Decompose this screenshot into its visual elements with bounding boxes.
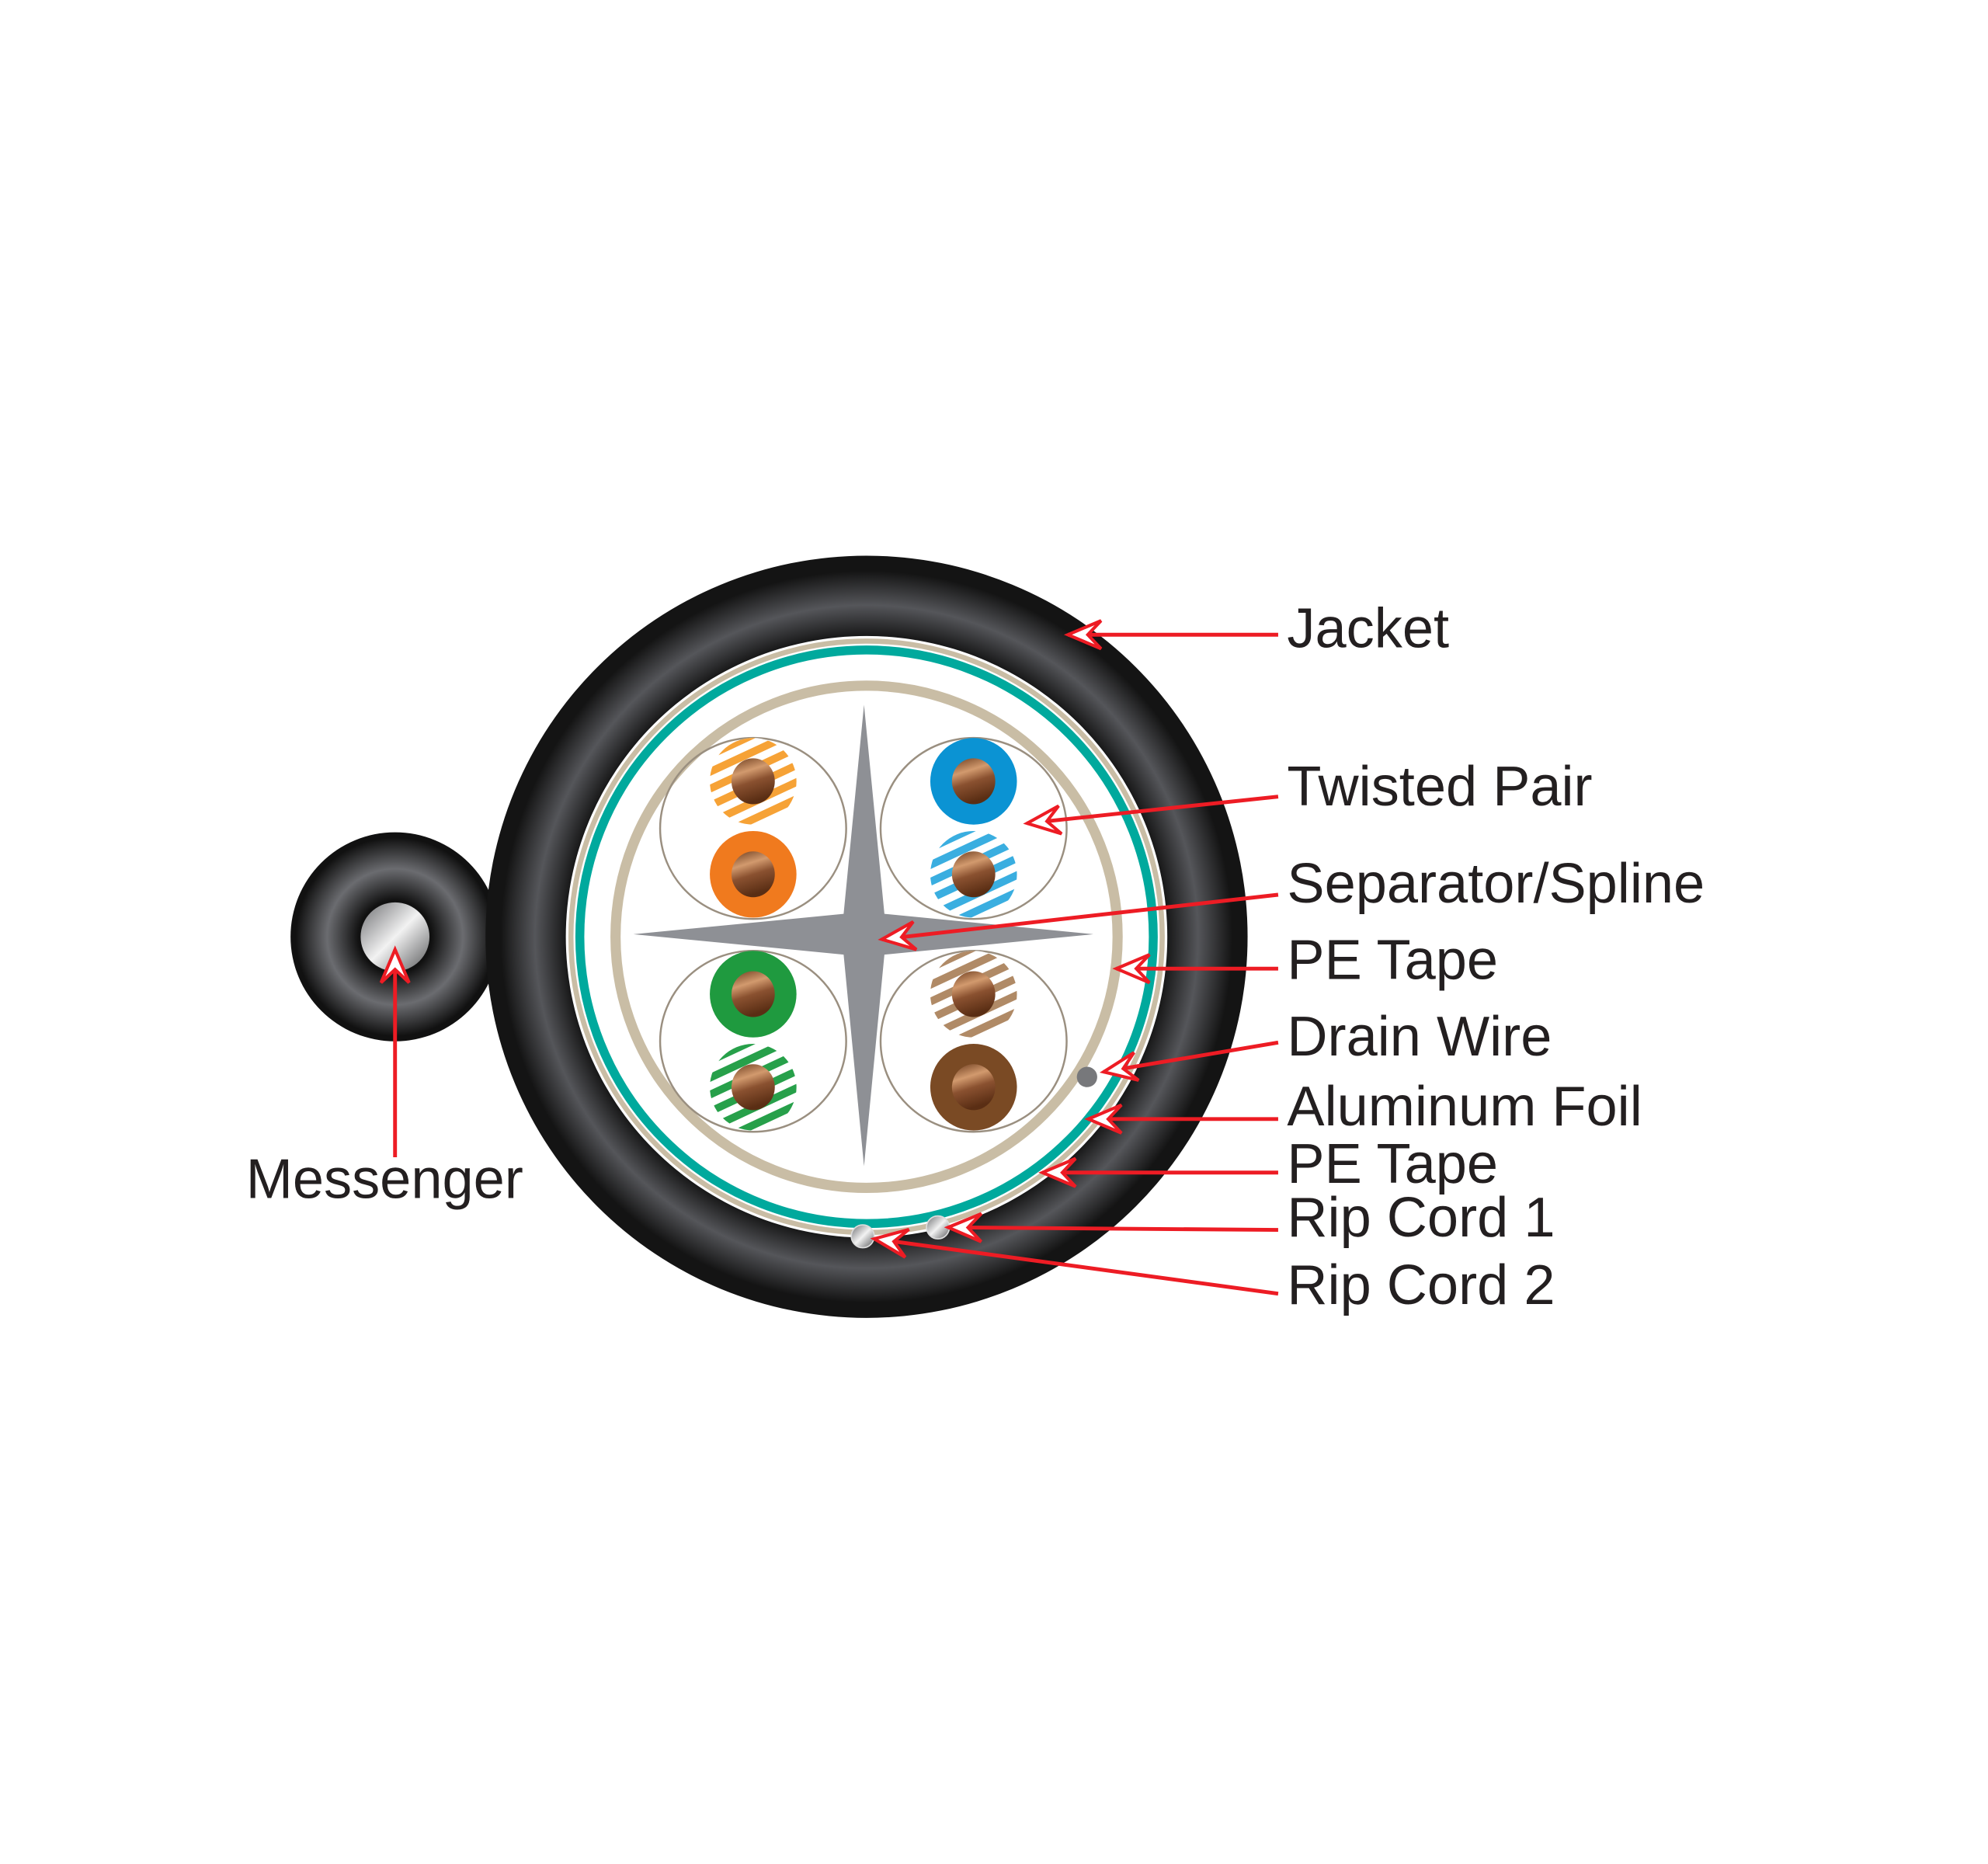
- leader-pe-tape-outer: [1038, 1156, 1278, 1188]
- leader-aluminum-foil: [1084, 1103, 1278, 1135]
- solid-conductor: [710, 830, 797, 918]
- copper-core: [951, 851, 996, 898]
- label-pe-tape-outer: PE Tape: [1287, 1133, 1498, 1195]
- arrowhead-icon: [1038, 1156, 1077, 1188]
- solid-conductor: [930, 1044, 1017, 1131]
- arrowhead-icon: [1063, 619, 1103, 651]
- copper-core: [951, 758, 996, 805]
- rip-cord-2: [850, 1224, 875, 1249]
- arrowhead-icon: [878, 920, 918, 951]
- copper-core: [951, 971, 996, 1017]
- aluminum-foil: [575, 645, 1158, 1229]
- copper-core: [951, 1064, 996, 1111]
- arrowhead-icon: [1084, 1103, 1123, 1135]
- leader-jacket: [1063, 619, 1278, 651]
- copper-core: [731, 1064, 775, 1111]
- leader-drain-wire: [1099, 1040, 1279, 1082]
- leader-pe-tape-inner: [1112, 953, 1278, 985]
- pe-tape-inner: [610, 680, 1123, 1193]
- copper-core: [731, 758, 775, 805]
- label-rip-cord-1: Rip Cord 1: [1287, 1187, 1555, 1249]
- drain-wire: [1076, 1066, 1097, 1087]
- leader-separator-spline: [878, 892, 1279, 951]
- arrowhead-icon: [379, 945, 411, 984]
- label-separator-spline: Separator/Spline: [1287, 853, 1705, 915]
- leader-twisted-pair: [1023, 795, 1279, 836]
- label-aluminum-foil: Aluminum Foil: [1287, 1076, 1642, 1138]
- copper-core: [731, 971, 775, 1017]
- copper-core: [731, 851, 775, 898]
- arrowhead-icon: [1099, 1051, 1140, 1082]
- label-jacket: Jacket: [1287, 598, 1449, 660]
- messenger: [290, 832, 500, 1042]
- leader-rip-cord-2: [870, 1227, 1279, 1296]
- leader-rip-cord-1: [944, 1212, 1278, 1243]
- label-rip-cord-2: Rip Cord 2: [1287, 1254, 1555, 1316]
- label-twisted-pair: Twisted Pair: [1287, 756, 1592, 818]
- label-drain-wire: Drain Wire: [1287, 1006, 1552, 1068]
- solid-conductor: [710, 951, 797, 1038]
- label-messenger: Messenger: [246, 1149, 523, 1211]
- separator-spline: [633, 704, 1093, 1167]
- leader-messenger: [379, 945, 411, 1158]
- leader-lines: [379, 619, 1279, 1296]
- solid-conductor: [930, 738, 1017, 825]
- arrowhead-icon: [944, 1212, 983, 1243]
- messenger-steel-wire: [360, 902, 430, 972]
- arrowhead-icon: [1023, 804, 1063, 836]
- arrowhead-icon: [870, 1227, 910, 1259]
- label-pe-tape-inner: PE Tape: [1287, 929, 1498, 991]
- arrowhead-icon: [1112, 953, 1151, 985]
